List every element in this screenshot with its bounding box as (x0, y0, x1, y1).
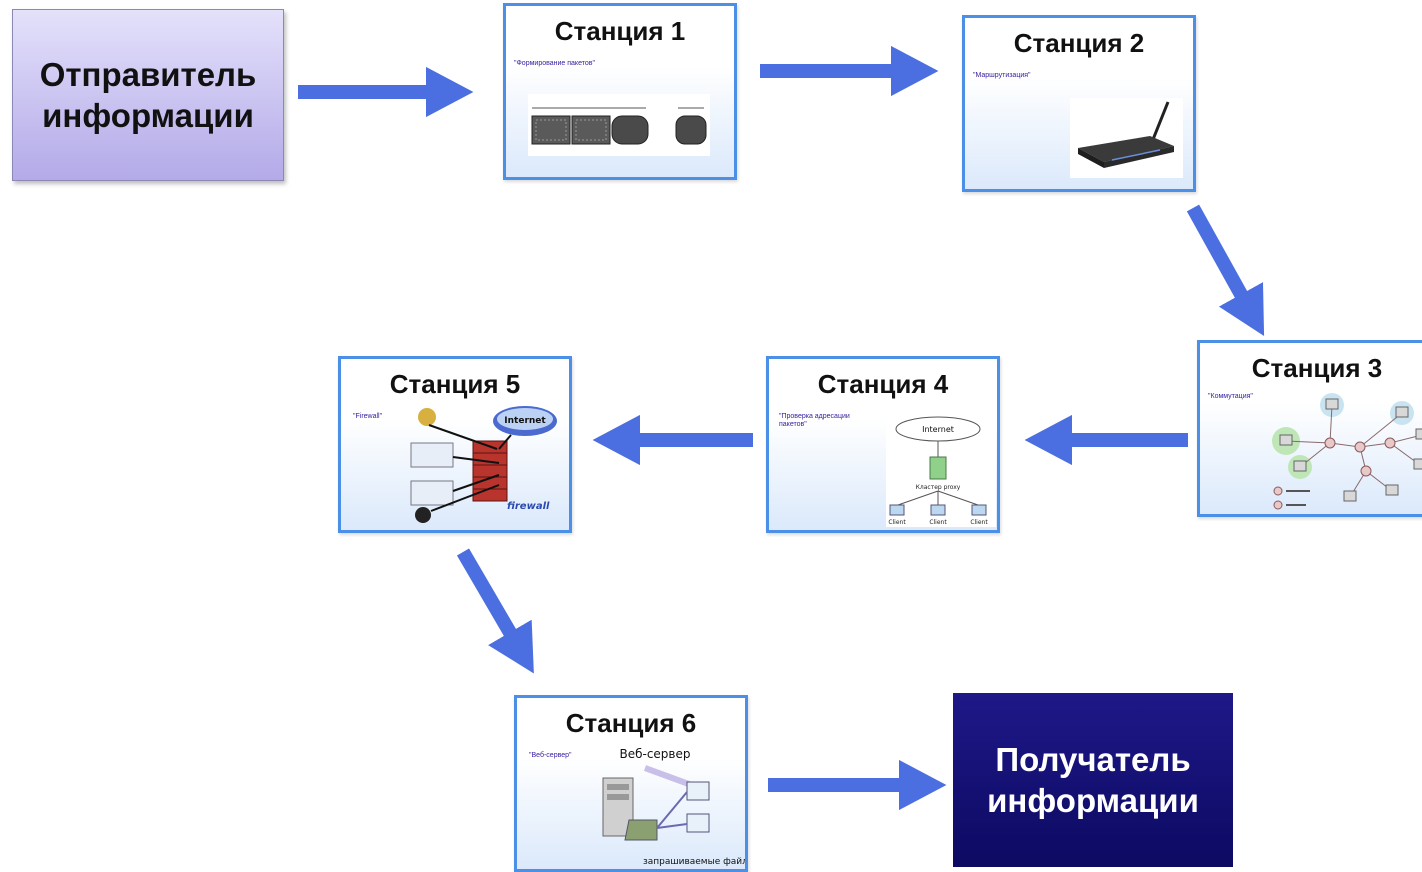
arrow-station-2-to-station-3 (1186, 204, 1265, 336)
station-1-card: Станция 1 "Формирование пакетов" (503, 3, 737, 180)
proxy-cloud-label: Internet (922, 425, 954, 434)
station-5-card: Станция 5 "Firewall" Internet firewall (338, 356, 572, 533)
arrow-station-5-to-station-6 (456, 548, 534, 674)
station-1-title: Станция 1 (554, 16, 686, 46)
station-4-note: "Проверка адресации пакетов" (779, 413, 850, 429)
receiver-box: Получатель информации (953, 693, 1233, 867)
packet-formation-image (528, 94, 710, 156)
switching-network-image (1272, 393, 1422, 510)
station-4-card: Станция 4 "Проверка адресации пакетов" I… (766, 356, 1000, 533)
proxy-cluster-image: Internet Кластер proxy Client Client Cli… (886, 407, 996, 527)
sender-box: Отправитель информации (12, 9, 284, 181)
station-6-note: "Веб-сервер" (529, 752, 572, 759)
client-label-1: Client (888, 519, 906, 526)
station-6-card: Станция 6 "Веб-сервер" Веб-сервер запраш… (514, 695, 748, 872)
client-label-2: Client (929, 519, 947, 526)
web-server-footer: запрашиваемые файлы (643, 857, 745, 867)
station-3-note: "Коммутация" (1208, 393, 1253, 400)
station-2-title: Станция 2 (1013, 28, 1145, 58)
station-3-card: Станция 3 "Коммутация" (1197, 340, 1422, 517)
router-image (1070, 98, 1183, 178)
proxy-cluster-label: Кластер proxy (916, 484, 961, 491)
station-2-card: Станция 2 "Маршрутизация" (962, 15, 1196, 192)
station-3-title: Станция 3 (1251, 353, 1383, 383)
web-server-image: Веб-сервер запрашиваемые файлы (602, 747, 745, 867)
sender-label: Отправитель информации (39, 55, 257, 134)
receiver-label: Получатель информации (987, 740, 1199, 819)
firewall-cloud-label: Internet (504, 416, 546, 426)
station-5-note: "Firewall" (353, 413, 383, 420)
station-1-note: "Формирование пакетов" (514, 60, 595, 67)
firewall-image: Internet firewall (410, 406, 557, 523)
firewall-caption: firewall (507, 501, 550, 512)
client-label-3: Client (970, 519, 988, 526)
station-6-title: Станция 6 (565, 708, 697, 738)
station-2-note: "Маршрутизация" (973, 72, 1031, 79)
station-5-title: Станция 5 (389, 369, 521, 399)
station-4-title: Станция 4 (817, 369, 949, 399)
web-server-heading: Веб-сервер (619, 747, 690, 761)
